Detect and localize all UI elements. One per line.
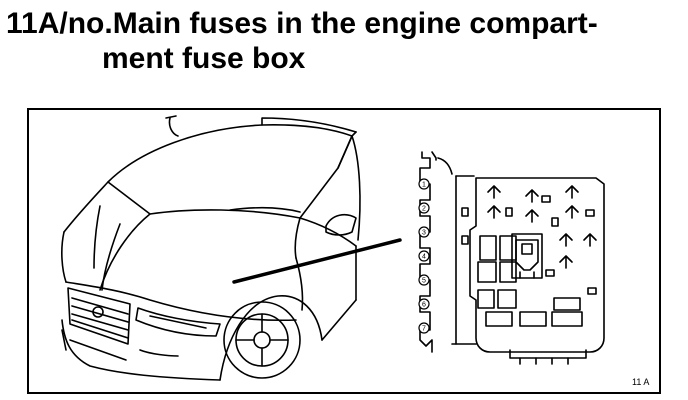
car-drawing [61, 115, 361, 381]
fuse-marker-2 [418, 202, 430, 214]
fuse-marker-4 [418, 250, 430, 262]
fuse-marker-6 [418, 298, 430, 310]
fuse-number-5: 5 [422, 278, 426, 285]
page-title: 11A/no.Main fuses in the engine compart-… [6, 6, 646, 76]
title-line-1: 11A/no.Main fuses in the engine compart- [6, 7, 598, 40]
fuse-box-drawing [419, 151, 605, 365]
fuse-number-4: 4 [422, 254, 426, 261]
figure-id-label: 11 A [632, 377, 650, 387]
title-line-2: ment fuse box [102, 42, 306, 75]
fuse-marker-3 [418, 226, 430, 238]
fuse-number-1: 1 [422, 182, 426, 189]
fuse-marker-5 [418, 274, 430, 286]
fuse-number-3: 3 [422, 230, 426, 237]
fuse-number-2: 2 [422, 206, 426, 213]
illustration-frame [27, 108, 661, 394]
fuse-marker-7 [418, 322, 430, 334]
fuse-number-labels: 1 2 3 4 5 6 7 [418, 178, 430, 334]
fuse-marker-1 [418, 178, 430, 190]
pointer-line [232, 238, 402, 284]
fuse-number-7: 7 [422, 326, 426, 333]
fuse-number-6: 6 [422, 302, 426, 309]
